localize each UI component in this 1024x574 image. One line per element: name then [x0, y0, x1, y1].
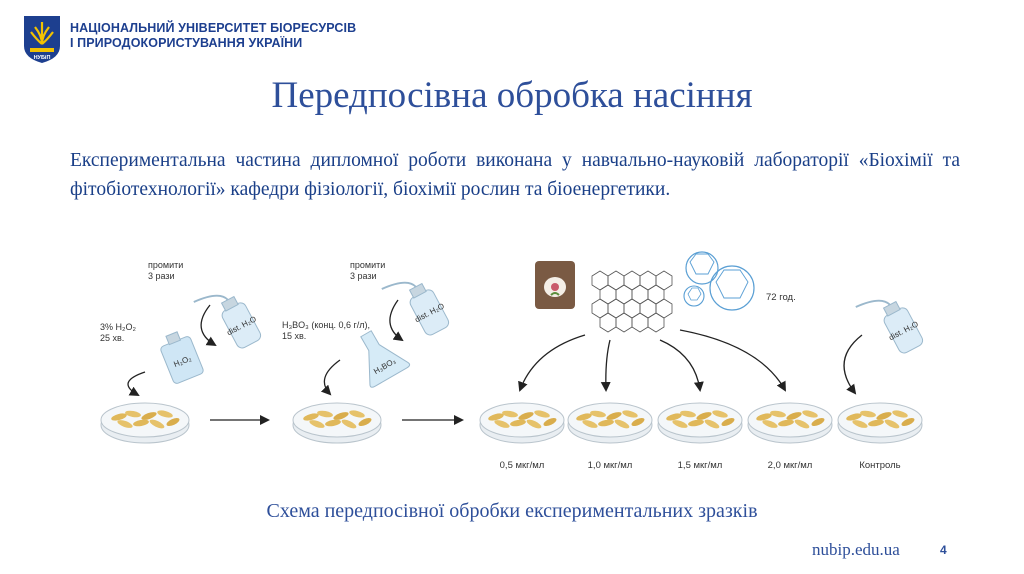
dish-label-control: Контроль: [859, 460, 900, 471]
step1-reagent-line2: 25 хв.: [100, 333, 124, 343]
step2-group: промити 3 рази dist. H₂O H₃BO₃ (конц. 0,…: [282, 260, 450, 444]
step1-rinse-line1: промити: [148, 260, 183, 270]
petri-dish-icon: [479, 402, 565, 444]
duration-label: 72 год.: [766, 292, 796, 303]
step2-reagent-line2: 15 хв.: [282, 331, 306, 341]
wash-bottle-icon: dist. H₂O: [855, 299, 924, 354]
dish-label-2: 1,0 мкг/мл: [588, 460, 633, 471]
wash-bottle-icon: dist. H₂O: [193, 294, 262, 349]
step1-group: промити 3 рази dist. H₂O 3% H₂O₂ 25 хв. …: [100, 260, 262, 444]
logo-text: НУБіП: [34, 55, 51, 61]
step1-reagent-line1: 3% H₂O₂: [100, 322, 137, 332]
dish-label-4: 2,0 мкг/мл: [768, 460, 813, 471]
step2-reagent-line1: H₃BO₃ (конц. 0,6 г/л),: [282, 320, 370, 330]
petri-dish-icon: [567, 402, 653, 444]
university-name-line1: НАЦІОНАЛЬНИЙ УНІВЕРСИТЕТ БІОРЕСУРСІВ: [70, 21, 357, 35]
wash-bottle-icon: dist. H₂O: [381, 281, 450, 336]
fullerene-icon: [683, 251, 755, 311]
petri-dish-icon: [657, 402, 743, 444]
flask-icon: H₃BO₃: [360, 330, 411, 388]
university-logo-icon: НУБіП: [24, 16, 60, 63]
step1-rinse-line2: 3 рази: [148, 271, 175, 281]
page-title: Передпосівна обробка насіння: [271, 75, 753, 116]
petri-dish-icon: [292, 402, 382, 444]
body-paragraph: Експериментальна частина дипломної робот…: [70, 150, 960, 200]
footer-url[interactable]: nubip.edu.ua: [812, 540, 900, 559]
dish-label-3: 1,5 мкг/мл: [678, 460, 723, 471]
page-number: 4: [940, 543, 947, 557]
university-name: НАЦІОНАЛЬНИЙ УНІВЕРСИТЕТ БІОРЕСУРСІВ І П…: [70, 21, 356, 51]
graphene-oxide-icon: [591, 270, 673, 333]
seed-bag-icon: [535, 261, 575, 309]
university-header: НУБіП НАЦІОНАЛЬНИЙ УНІВЕРСИТЕТ БІОРЕСУРС…: [22, 14, 442, 66]
petri-dish-icon: [837, 402, 923, 444]
petri-dish-icon: [747, 402, 833, 444]
dish-label-1: 0,5 мкг/мл: [500, 460, 545, 471]
step2-rinse-line1: промити: [350, 260, 385, 270]
petri-dish-icon: [100, 402, 190, 444]
seed-treatment-diagram: промити 3 рази dist. H₂O 3% H₂O₂ 25 хв. …: [100, 251, 924, 471]
step3-group: 72 год. dist. H₂O: [479, 251, 924, 471]
step2-rinse-line2: 3 рази: [350, 271, 377, 281]
peroxide-bottle-icon: H₂O₂: [160, 331, 204, 384]
university-name-line2: І ПРИРОДОКОРИСТУВАННЯ УКРАЇНИ: [70, 36, 303, 50]
diagram-caption: Схема передпосівної обробки експеримента…: [266, 500, 758, 522]
